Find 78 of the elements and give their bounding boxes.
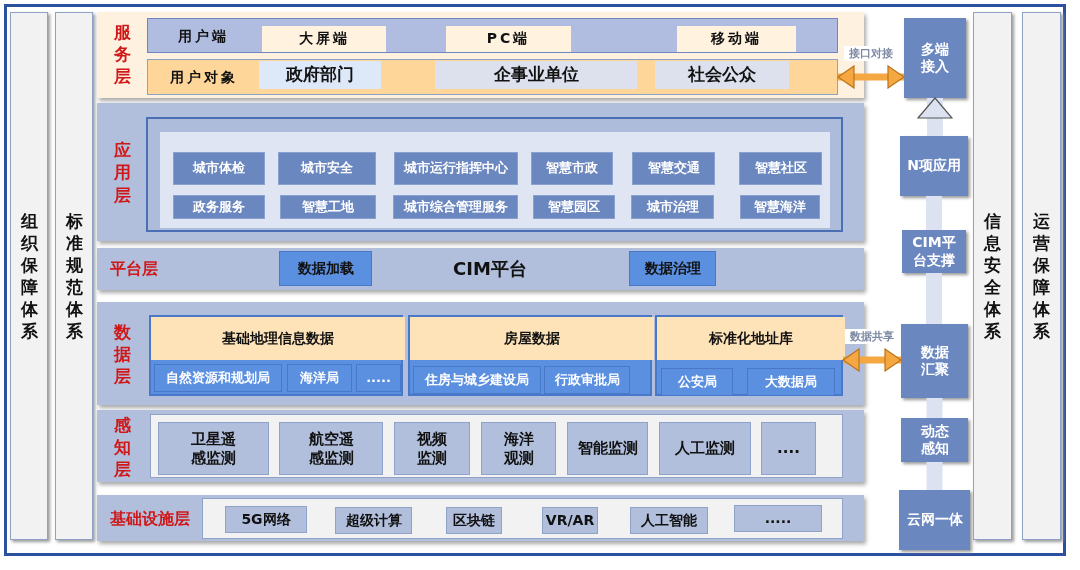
infrastructure-box: ..... — [734, 505, 822, 532]
app-box: 政务服务 — [173, 195, 265, 219]
layer-band — [97, 495, 864, 541]
layer-band — [97, 410, 864, 482]
app-box: 城市安全 — [278, 152, 376, 185]
agency-box: 自然资源和规划局 — [154, 364, 282, 392]
agency-box: 大数据局 — [747, 368, 835, 396]
terminal-box: 大屏端 — [262, 26, 386, 52]
double-arrow — [842, 348, 902, 372]
flow-bar — [926, 398, 943, 418]
app-box: 智慧社区 — [739, 152, 822, 185]
agency-box: 行政审批局 — [544, 366, 630, 394]
terminal-box: 移动端 — [677, 26, 796, 52]
layer-label: 感知层 — [112, 414, 132, 480]
infrastructure-box: 5G网络 — [225, 506, 307, 533]
system-column: 组织保障体系 — [10, 12, 48, 540]
row-label: 用户对象 — [168, 68, 239, 88]
flow-bar — [926, 196, 942, 230]
user-row — [147, 59, 838, 95]
platform-title: CIM平台 — [452, 256, 528, 281]
system-column: 运营保障体系 — [1022, 12, 1061, 540]
agency-box: ..... — [356, 364, 401, 392]
pipeline-box: 动态感知 — [901, 418, 968, 462]
infrastructure-box: 人工智能 — [630, 507, 708, 534]
pipeline-box: N项应用 — [900, 136, 968, 196]
user-group-box: 社会公众 — [655, 61, 789, 89]
app-box: 智慧市政 — [531, 152, 613, 185]
module-box: 数据治理 — [629, 251, 716, 286]
user-row — [147, 18, 838, 53]
system-column: 信息安全体系 — [973, 12, 1012, 540]
pipeline-box: CIM平台支撑 — [902, 230, 966, 273]
app-box: 智慧交通 — [632, 152, 715, 185]
layer-label: 服务层 — [112, 20, 132, 89]
agency-box: 公安局 — [661, 368, 733, 396]
system-column: 标准规范体系 — [55, 12, 93, 540]
layer-band — [97, 248, 864, 290]
sensing-box: 智能监测 — [567, 422, 648, 475]
group-header: 房屋数据 — [410, 317, 654, 360]
app-box: 智慧海洋 — [740, 195, 820, 219]
infrastructure-box: VR/AR — [542, 507, 598, 534]
double-arrow — [837, 65, 905, 89]
pipeline-box: 数据汇聚 — [901, 324, 968, 398]
infrastructure-box: 区块链 — [446, 507, 502, 534]
sensing-box: .... — [761, 422, 816, 475]
app-box: 智慧工地 — [280, 195, 376, 219]
sensing-box: 航空遥感监测 — [279, 422, 383, 475]
sensing-box: 视频监测 — [394, 422, 470, 475]
layer-band — [97, 103, 864, 241]
layer-label: 应用层 — [112, 140, 132, 205]
layer-label: 基础设施层 — [109, 508, 191, 530]
layer-label: 数据层 — [112, 320, 132, 389]
row-label: 用户端 — [177, 26, 230, 46]
user-group-box: 政府部门 — [259, 61, 381, 89]
user-group-box: 企事业单位 — [435, 61, 637, 89]
sensing-box: 海洋观测 — [481, 422, 556, 475]
module-box: 数据加载 — [279, 251, 372, 286]
group-header: 标准化地址库 — [657, 317, 845, 360]
data-group — [149, 315, 403, 396]
flow-bar — [926, 462, 943, 490]
sensing-box: 卫星遥感监测 — [158, 422, 269, 475]
app-box: 城市运行指挥中心 — [394, 152, 518, 185]
terminal-box: PC端 — [446, 26, 571, 52]
layer-label: 平台层 — [109, 258, 159, 280]
app-box: 城市综合管理服务 — [393, 195, 518, 219]
data-group — [408, 315, 652, 396]
app-box: 智慧园区 — [533, 195, 615, 219]
flow-arrow — [917, 97, 953, 136]
pipeline-box: 云网一体 — [899, 490, 970, 550]
agency-box: 住房与城乡建设局 — [413, 366, 541, 394]
app-box: 城市体检 — [173, 152, 265, 185]
infrastructure-box: 超级计算 — [335, 507, 412, 534]
pipeline-box: 多端接入 — [904, 18, 966, 98]
app-box: 城市治理 — [631, 195, 714, 219]
agency-box: 海洋局 — [287, 364, 352, 392]
data-group — [655, 315, 843, 396]
sensing-box: 人工监测 — [659, 422, 751, 475]
group-header: 基础地理信息数据 — [151, 317, 405, 360]
flow-bar — [926, 273, 942, 324]
